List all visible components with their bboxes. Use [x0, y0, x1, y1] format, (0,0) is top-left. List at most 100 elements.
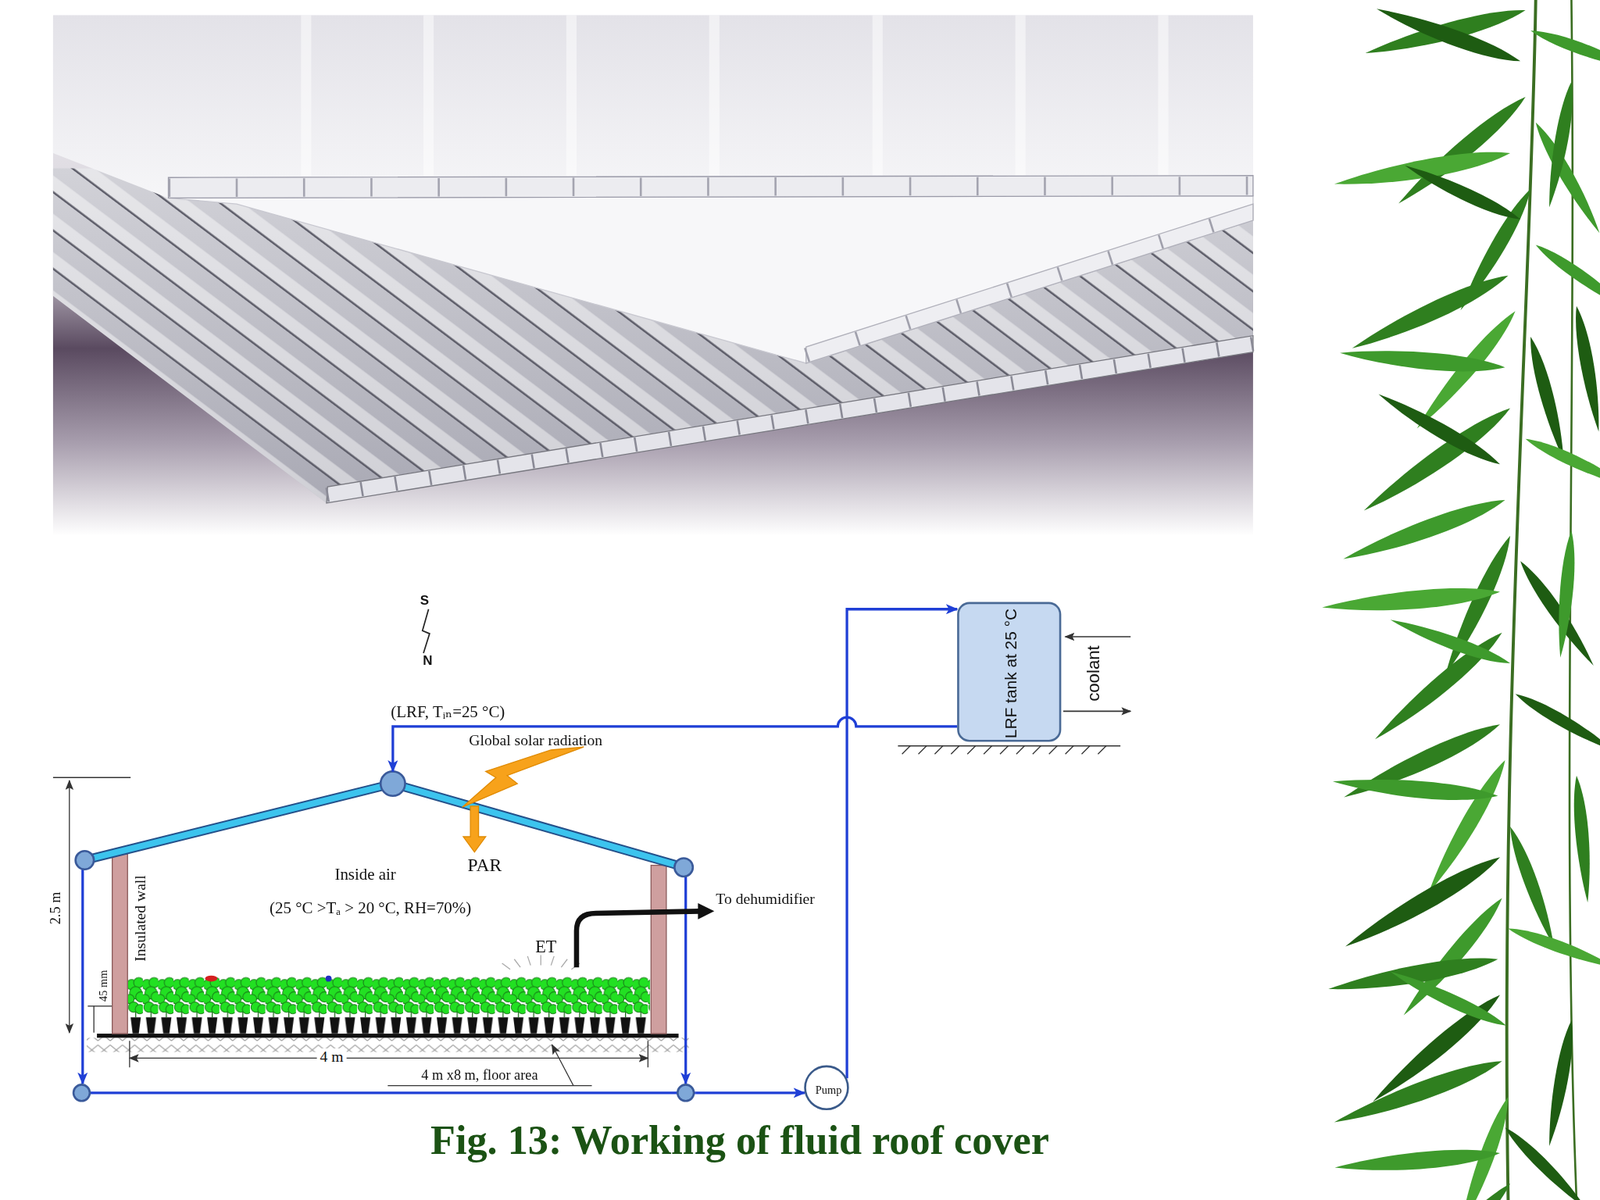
bamboo-leaf	[1326, 950, 1500, 998]
edge-label: (LRF, Tᵢₙ=25 °C)	[390, 702, 505, 722]
bamboo-leaf	[1332, 773, 1499, 805]
text-label: Global solar radiation	[468, 732, 603, 750]
bamboo-leaf	[1340, 492, 1509, 568]
arrow-head	[697, 903, 715, 920]
par-arrow	[463, 806, 486, 853]
text-label: To dehumidifier	[715, 890, 815, 908]
ribbed-sheet-ribs	[53, 168, 1254, 504]
text-label: 45 mm	[96, 970, 110, 1002]
floor-line	[96, 1033, 679, 1038]
node-text: (25 °C >Tₐ > 20 °C, RH=70%)	[269, 899, 472, 918]
dimension-tick	[129, 1040, 649, 1068]
solar-arrow	[462, 746, 584, 808]
bamboo-leaf	[1375, 388, 1504, 472]
bamboo-leaf	[1321, 583, 1501, 618]
fluid-roof	[84, 783, 685, 868]
node-text: Inside air	[334, 865, 396, 885]
figure-caption: Fig. 13: Working of fluid roof cover	[430, 1115, 1050, 1164]
text-label: ET	[535, 936, 557, 958]
pipe	[684, 876, 687, 1084]
sheet-cells	[806, 212, 1254, 356]
fluid-roof	[84, 783, 685, 868]
sheet-edge	[326, 335, 1254, 504]
pipe-connector	[696, 1091, 805, 1094]
insulated-wall	[112, 853, 129, 1034]
sheet-edge	[806, 203, 1254, 364]
bamboo-leaf	[1570, 775, 1595, 904]
bamboo-leaf	[1388, 614, 1513, 671]
bamboo-leaf	[1542, 1019, 1579, 1148]
bamboo-leaf	[1515, 557, 1600, 669]
sheet-cells	[168, 185, 1254, 189]
pipe	[81, 1091, 696, 1094]
pipe-joint	[677, 1084, 694, 1101]
coolant-out-arrow	[1063, 710, 1131, 713]
pipe-connector	[846, 609, 958, 1079]
bamboo-leaf	[1523, 432, 1600, 493]
coolant-in-arrow	[1065, 635, 1132, 638]
bamboo-leaf	[1387, 966, 1509, 1033]
bamboo-leaf	[1334, 1145, 1501, 1177]
bamboo-leaf	[1553, 529, 1579, 658]
pipe-joint	[674, 857, 693, 877]
flower	[205, 975, 218, 983]
text-label: 4 m x8 m, floor area	[421, 1067, 538, 1084]
node-text: LRF tank at 25 °C	[1002, 608, 1022, 739]
bamboo-leaf	[1453, 1094, 1516, 1200]
bamboo-leaf	[1401, 160, 1523, 226]
plant-row	[127, 974, 650, 1036]
top-sheet	[53, 15, 1254, 199]
text-label: PAR	[467, 854, 503, 876]
ground-hatch	[86, 1037, 690, 1052]
bamboo-leaf	[1542, 80, 1579, 209]
spray-lines	[502, 955, 580, 970]
bamboo-leaf	[1373, 1, 1523, 69]
dimension-tick	[87, 1005, 112, 1007]
ribbed-sheet	[53, 168, 1254, 504]
pump-circle: Pump	[803, 1065, 849, 1111]
photo-background	[53, 15, 1254, 536]
dimension-tick	[53, 777, 131, 779]
ground-hatch	[902, 746, 1107, 754]
bamboo-leaf	[1341, 850, 1506, 956]
bamboo-stem	[1507, 0, 1536, 1200]
sheet-edge	[168, 175, 1254, 199]
pipe-joint	[380, 771, 405, 796]
middle-sheet	[168, 196, 1254, 364]
dimension-line	[129, 1057, 649, 1059]
text-label: coolant	[1083, 645, 1104, 702]
pipe	[81, 868, 84, 1085]
pipe-connector	[392, 717, 958, 772]
bamboo-leaf	[1396, 1178, 1517, 1200]
bamboo-leaf	[1528, 25, 1600, 75]
flower	[325, 975, 333, 983]
bamboo-leaf	[1506, 922, 1600, 973]
bamboo-leaf	[1501, 1123, 1592, 1200]
ground-line	[897, 745, 1121, 747]
dimension-line	[68, 780, 70, 1033]
sheet-streaks	[306, 15, 1164, 176]
bamboo-leaf	[1532, 239, 1600, 316]
bamboo-leaf	[1570, 304, 1600, 433]
greenhouse-zone: Inside air (25 °C >Tₐ > 20 °C, RH=70%)	[71, 771, 696, 1104]
pipe-joint	[75, 850, 95, 870]
bamboo-leaf	[1332, 144, 1512, 194]
bamboo-leaf	[1331, 1053, 1506, 1132]
leader-line	[552, 1044, 574, 1086]
tank-box: LRF tank at 25 °C	[957, 602, 1061, 743]
node-text: Pump	[815, 1083, 843, 1097]
vapour-duct	[576, 910, 700, 968]
text-label: 2.5 m	[47, 892, 65, 925]
bamboo-leaf	[1512, 688, 1600, 756]
compass-needle	[422, 609, 430, 654]
sheet-cells	[326, 343, 1254, 495]
bamboo-leaf	[1339, 345, 1506, 377]
text-label: S	[420, 592, 429, 608]
text-label: Insulated wall	[132, 875, 150, 961]
dimension-line	[93, 1006, 95, 1033]
underline	[387, 1085, 592, 1086]
text-label: N	[422, 652, 433, 668]
